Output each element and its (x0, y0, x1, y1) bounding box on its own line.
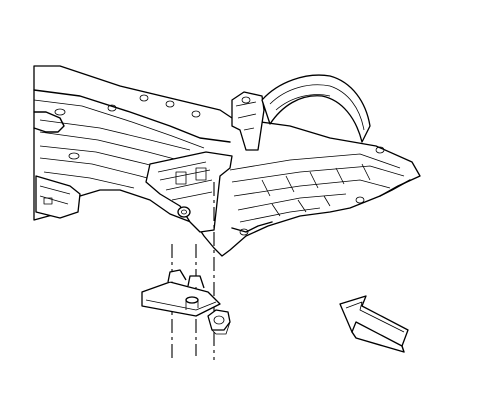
fastener-nut (207, 309, 231, 335)
wheelhouse (261, 74, 371, 143)
floor-panel (33, 65, 421, 257)
mounting-bracket (141, 269, 221, 317)
view-direction-arrow-icon (339, 295, 409, 353)
